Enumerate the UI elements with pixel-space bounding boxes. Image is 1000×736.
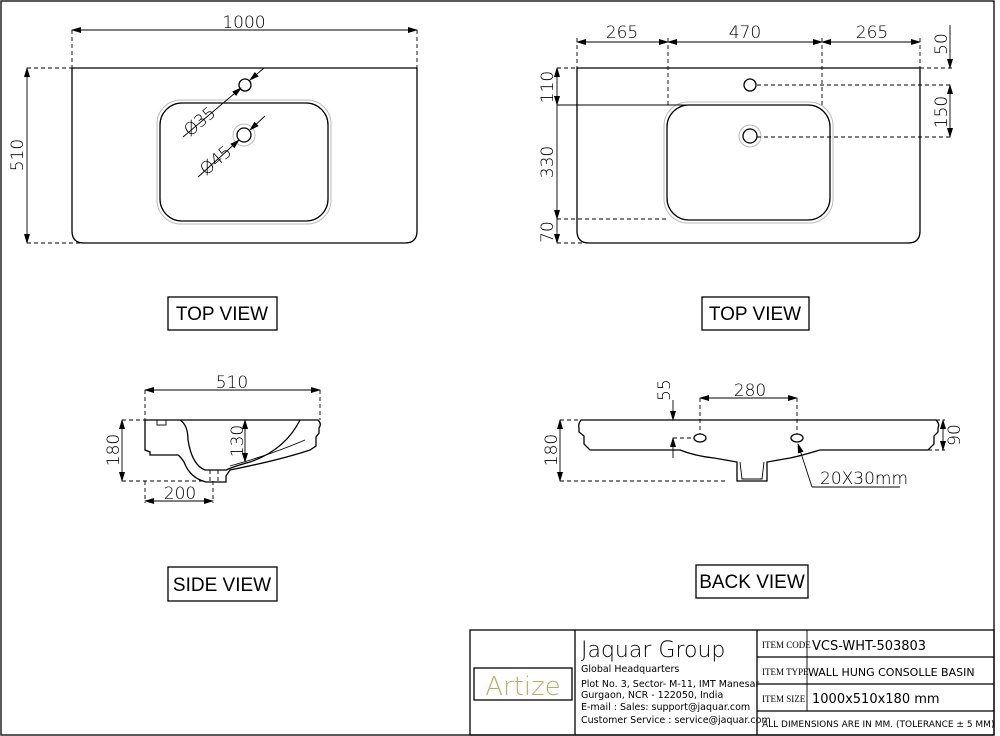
hole-small-dim: Ø35 (180, 103, 220, 141)
title-block: Artize Jaquar Group Global Headquarters … (469, 629, 995, 736)
side-depth-dim: 510 (216, 373, 248, 393)
dim-center: 470 (729, 23, 761, 43)
dim-50: 50 (932, 33, 952, 55)
logo-box (473, 667, 573, 701)
item-type-value: WALL HUNG CONSOLLE BASIN (808, 666, 975, 679)
item-type-label: ITEM TYPE (762, 667, 809, 677)
flange-dim: 90 (945, 424, 965, 446)
side-view: 510 180 130 200 (104, 373, 321, 504)
bowl-outline (666, 104, 831, 221)
drain-offset-dim: 200 (164, 484, 196, 504)
item-size-label: ITEM SIZE (762, 694, 806, 704)
basin-outline (576, 67, 921, 244)
bowl-depth-dim: 130 (228, 425, 248, 457)
bowl-outline (159, 102, 329, 222)
item-code-value: VCS-WHT-503803 (812, 639, 926, 654)
top-view-left: Ø35 Ø45 1000 510 (8, 13, 418, 244)
back-height-dim: 180 (542, 434, 562, 466)
item-code-label: ITEM CODE (762, 640, 811, 650)
dim-70: 70 (538, 221, 558, 243)
top-view-label-2: TOP VIEW (709, 304, 801, 325)
top-view-right: 265 470 265 50 150 110 330 70 (538, 23, 953, 244)
basin-outline (71, 67, 418, 244)
artize-logo: Artize (485, 672, 561, 702)
fixing-hole-right (790, 433, 804, 443)
back-view: 280 55 180 90 20X30mm (542, 379, 965, 489)
dim-left: 265 (606, 23, 638, 43)
top-view-label-box (167, 296, 278, 331)
hole-height-dim: 55 (655, 379, 675, 401)
drain-hole (236, 127, 252, 143)
dim-right: 265 (856, 23, 888, 43)
dim-330: 330 (538, 146, 558, 178)
hole-spacing-dim: 280 (734, 381, 766, 401)
side-view-label-box (167, 566, 278, 602)
dimensions-note: ALL DIMENSIONS ARE IN MM. (TOLERANCE ± 5… (762, 720, 994, 730)
drain-hole (742, 128, 758, 144)
dim-110: 110 (538, 71, 558, 103)
width-dim: 1000 (222, 13, 265, 33)
address-line: Global Headquarters (581, 664, 679, 675)
address-line: Plot No. 3, Sector- M-11, IMT Manesar (581, 679, 759, 690)
tap-hole (743, 78, 757, 92)
customer-service-line: Customer Service : service@jaquar.com (581, 715, 771, 726)
side-height-dim: 180 (104, 434, 124, 466)
back-view-label: BACK VIEW (699, 572, 805, 593)
email-line: E-mail : Sales: support@jaquar.com (581, 702, 750, 713)
company-name: Jaquar Group (581, 638, 725, 663)
dim-150: 150 (932, 96, 952, 128)
side-view-label: SIDE VIEW (173, 575, 271, 596)
address-line: Gurgaon, NCR - 122050, India (581, 690, 723, 701)
depth-dim: 510 (8, 139, 28, 171)
back-view-label-box (695, 564, 809, 599)
fixing-hole-left (693, 433, 707, 443)
item-size-value: 1000x510x180 mm (812, 692, 940, 707)
top-view-label-box-2 (701, 296, 810, 331)
hole-size-label: 20X30mm (820, 469, 908, 489)
tap-hole (238, 78, 252, 92)
top-view-label: TOP VIEW (176, 304, 268, 325)
